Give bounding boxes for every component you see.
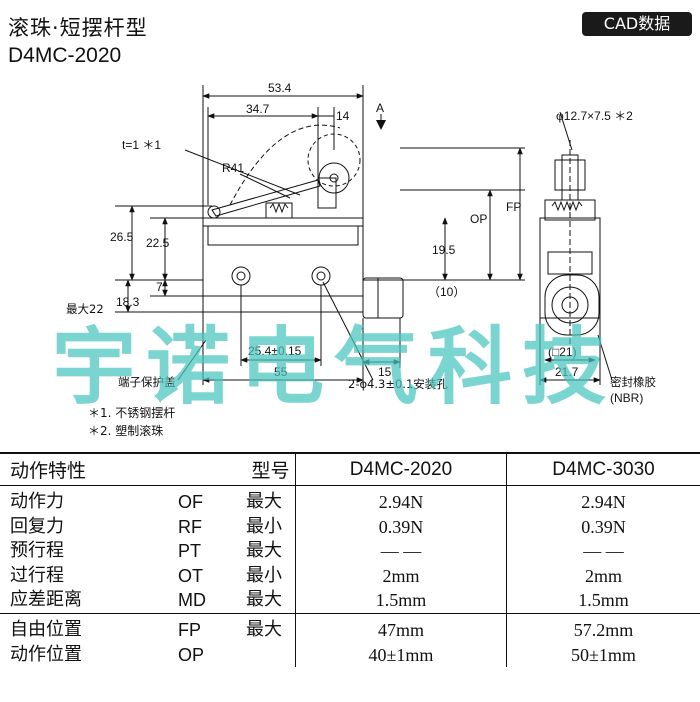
header-model-2: D4MC-3030 — [507, 454, 700, 486]
dim-26-5: 26.5 — [110, 230, 134, 244]
header-label: 动作特性 — [0, 454, 246, 486]
dim-overall-length: 53.4 — [268, 81, 292, 95]
dim-7: 7 — [156, 280, 163, 294]
note-1: ＊1. 不锈钢摆杆 — [88, 404, 175, 422]
switch-body — [203, 218, 363, 296]
dim-fp: FP — [506, 200, 521, 214]
table-header: 动作特性 型号 D4MC-2020 D4MC-3030 — [0, 454, 700, 486]
dim-op: OP — [470, 212, 487, 226]
header-model-1: D4MC-2020 — [296, 454, 507, 486]
header-type: 型号 — [246, 454, 296, 486]
dim-roller-offset: 14 — [336, 109, 350, 123]
seal-label: 密封橡胶 — [610, 375, 656, 389]
dim-radius: R41 — [222, 161, 244, 175]
dim-lever-thickness: t=1 ＊1 — [122, 138, 161, 152]
dim-paren-10: （10） — [428, 285, 465, 299]
note-2: ＊2. 塑制滚珠 — [88, 422, 175, 440]
dim-19-5: 19.5 — [432, 243, 456, 257]
table-group-1: 动作力 回复力 预行程 过行程 应差距离 OF RF PT OT MD 最大 最… — [0, 486, 700, 614]
mount-hole-right — [312, 267, 330, 285]
mount-hole-left — [232, 267, 250, 285]
dim-22-5: 22.5 — [146, 236, 170, 250]
notes: ＊1. 不锈钢摆杆 ＊2. 塑制滚珠 — [88, 404, 175, 440]
dim-roller-dia: φ12.7×7.5 ＊2 — [556, 109, 633, 123]
watermark: 宇诺电气科技 — [52, 300, 616, 421]
table-group-2: 自由位置 动作位置 FP OP 最大 47mm 40±1mm 57.2mm 50… — [0, 613, 700, 667]
arrow-a-label: A — [376, 101, 384, 115]
spec-table: 动作特性 型号 D4MC-2020 D4MC-3030 动作力 回复力 预行程 … — [0, 452, 700, 702]
dim-lever-length: 34.7 — [246, 102, 270, 116]
